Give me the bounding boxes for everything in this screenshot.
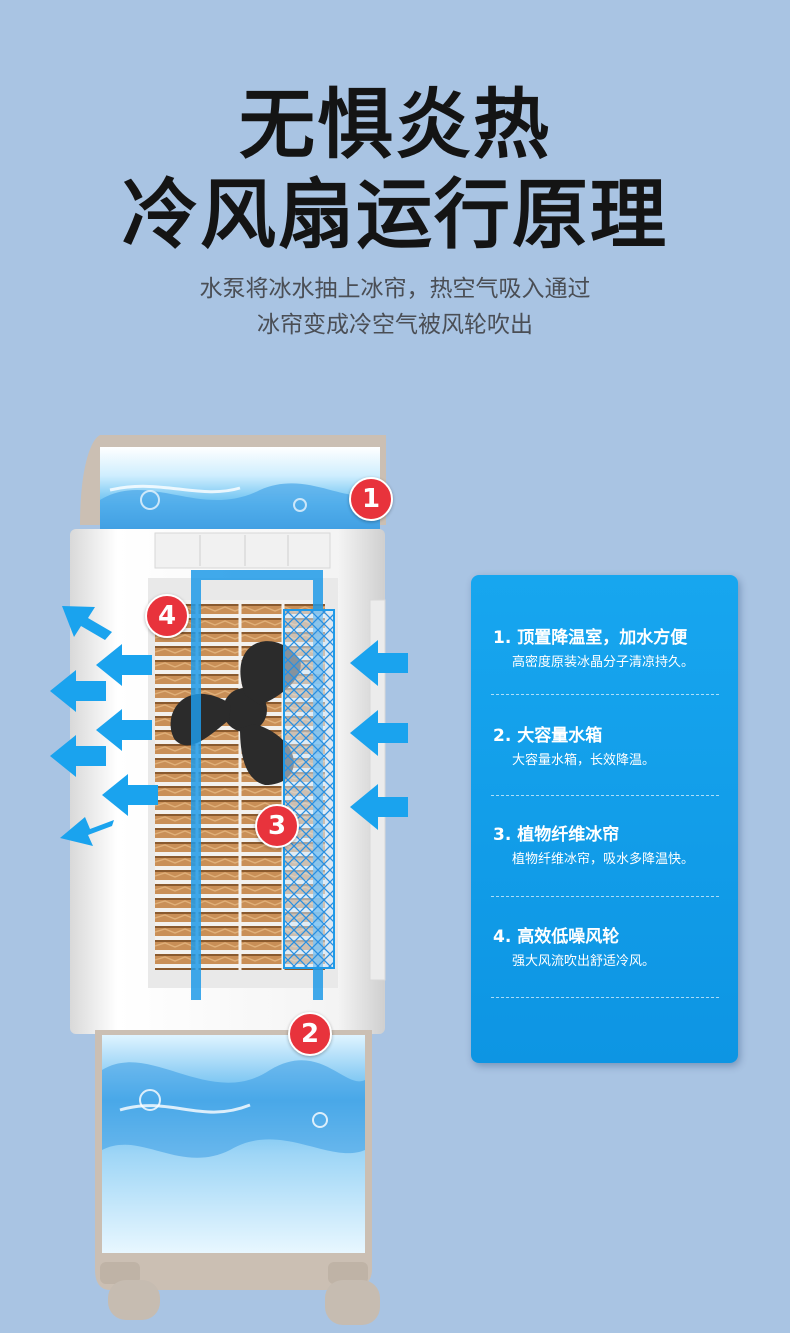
feature-item-2: 2. 大容量水箱 大容量水箱，长效降温。 xyxy=(493,725,733,770)
divider xyxy=(491,795,719,796)
subtitle-line2: 冰帘变成冷空气被风轮吹出 xyxy=(257,312,533,338)
divider xyxy=(491,694,719,695)
feature-item-1: 1. 顶置降温室，加水方便 高密度原装冰晶分子清凉持久。 xyxy=(493,627,733,672)
badge-2: 2 xyxy=(288,1012,332,1056)
badge-3: 3 xyxy=(255,804,299,848)
feature-title: 4. 高效低噪风轮 xyxy=(493,927,620,947)
feature-item-4: 4. 高效低噪风轮 强大风流吹出舒适冷风。 xyxy=(493,926,733,971)
subtitle-line1: 水泵将冰水抽上冰帘，热空气吸入通过 xyxy=(199,276,591,302)
headline-line2: 冷风扇运行原理 xyxy=(122,170,668,259)
feature-desc: 高密度原装冰晶分子清凉持久。 xyxy=(512,655,695,670)
divider xyxy=(491,896,719,897)
feature-title: 1. 顶置降温室，加水方便 xyxy=(493,628,688,648)
feature-desc: 植物纤维冰帘，吸水多降温快。 xyxy=(512,852,695,867)
divider xyxy=(491,997,719,998)
feature-title: 3. 植物纤维冰帘 xyxy=(493,825,620,845)
feature-desc: 强大风流吹出舒适冷风。 xyxy=(512,954,656,969)
badge-4: 4 xyxy=(145,594,189,638)
features-panel: 1. 顶置降温室，加水方便 高密度原装冰晶分子清凉持久。 2. 大容量水箱 大容… xyxy=(471,575,738,1063)
headline-line1: 无惧炎热 xyxy=(239,80,551,169)
badge-1: 1 xyxy=(349,477,393,521)
feature-item-3: 3. 植物纤维冰帘 植物纤维冰帘，吸水多降温快。 xyxy=(493,824,733,869)
feature-title: 2. 大容量水箱 xyxy=(493,726,603,746)
feature-desc: 大容量水箱，长效降温。 xyxy=(512,753,656,768)
